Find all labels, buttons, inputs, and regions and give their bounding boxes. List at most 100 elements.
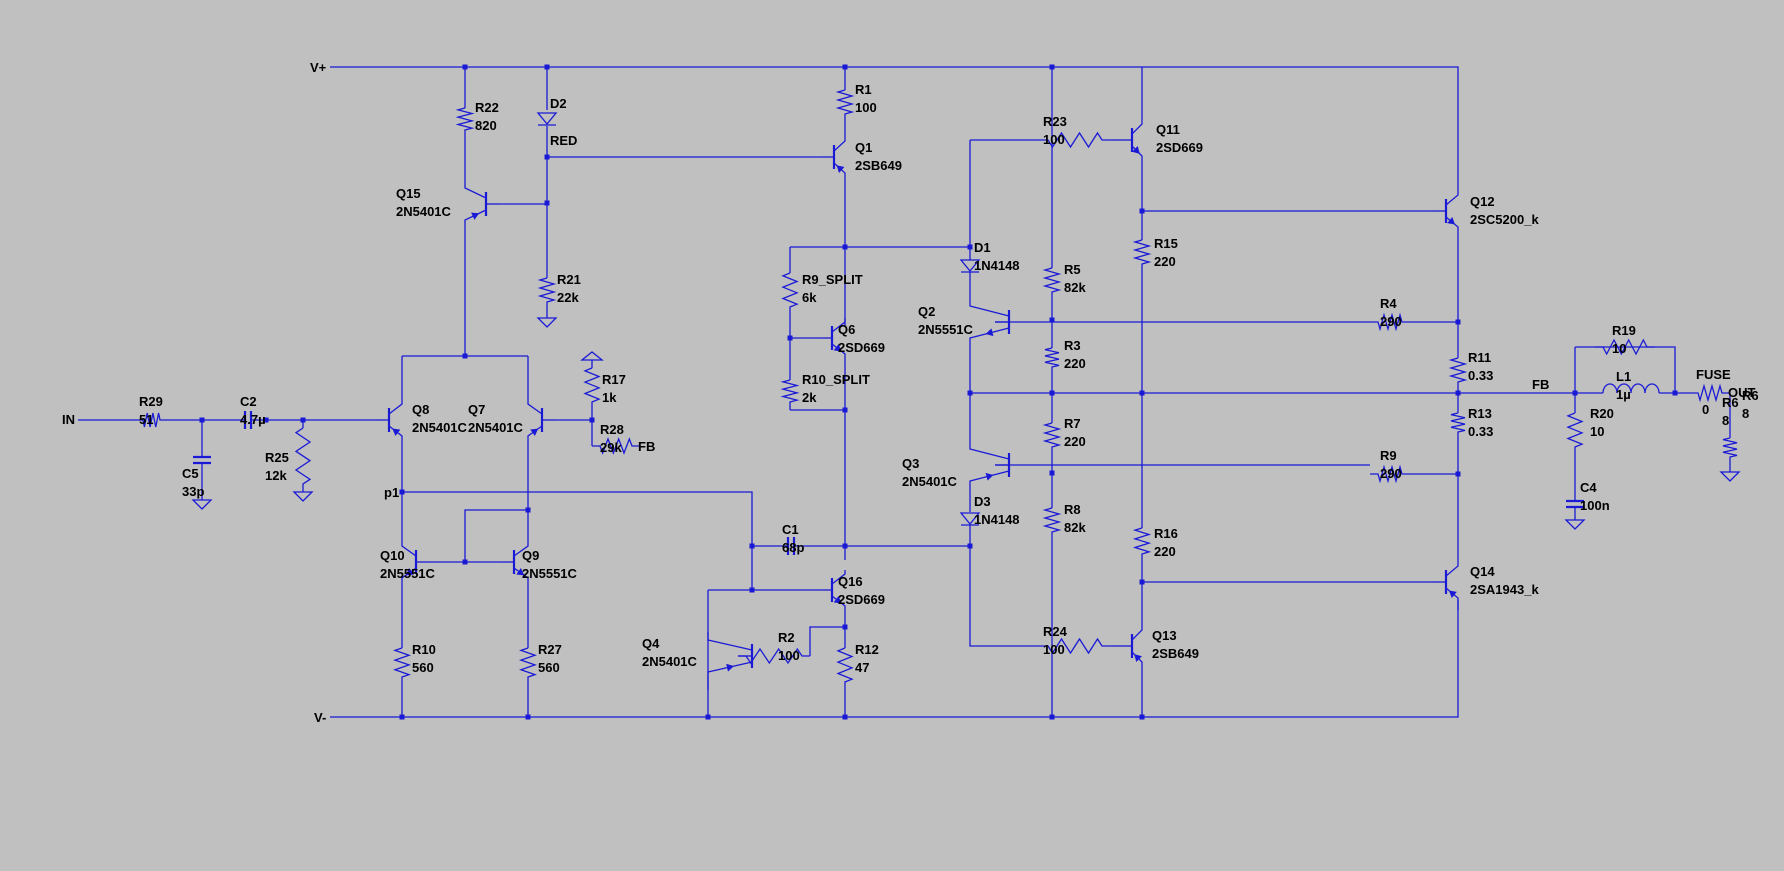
resistor-r5-value: 82k xyxy=(1064,280,1086,295)
transistor-q14-ref: Q14 xyxy=(1470,564,1495,579)
resistor-r25-value: 12k xyxy=(265,468,287,483)
resistor-r2-ref: R2 xyxy=(778,630,795,645)
transistor-q10-value: 2N5551C xyxy=(380,566,436,581)
resistor-r10-split xyxy=(780,372,800,410)
resistor-r6-value: 8 xyxy=(1722,413,1729,428)
vplus-label: V+ xyxy=(310,60,327,75)
resistor-r29-value: 51 xyxy=(139,412,153,427)
junction-dot xyxy=(1049,470,1055,476)
vplus-rail xyxy=(330,66,1459,150)
resistor-r8-body xyxy=(1042,507,1062,540)
transistor-q16-value: 2SD669 xyxy=(838,592,885,607)
transistor-q9 xyxy=(500,540,529,585)
inductor-l1 xyxy=(1602,383,1660,394)
transistor-q13-value: 2SB649 xyxy=(1152,646,1199,661)
junction-dot xyxy=(842,714,848,720)
resistor-r8 xyxy=(1042,500,1062,540)
resistor-r25-body xyxy=(294,427,312,492)
resistor-r24-value: 100 xyxy=(1043,642,1065,657)
resistor-r19-ref: R19 xyxy=(1612,323,1636,338)
transistor-q2-value: 2N5551C xyxy=(918,322,974,337)
transistor-q4-value: 2N5401C xyxy=(642,654,698,669)
diode-d2-ref: D2 xyxy=(550,96,567,111)
resistor-r15-body xyxy=(1132,239,1152,272)
resistor-r2-body xyxy=(738,647,810,665)
resistor-r9-value: 290 xyxy=(1380,466,1402,481)
resistor-r1 xyxy=(835,82,855,122)
resistor-r28 xyxy=(592,437,640,455)
resistor-r12-body xyxy=(836,647,854,690)
resistor-r16 xyxy=(1132,520,1152,562)
resistor-r1-ref: R1 xyxy=(855,82,872,97)
resistor-r23 xyxy=(1040,131,1110,149)
resistor-r3-ref: R3 xyxy=(1064,338,1081,353)
transistor-q2-ref: Q2 xyxy=(918,304,935,319)
transistor-q15-ref: Q15 xyxy=(396,186,421,201)
transistor-q7-value: 2N5401C xyxy=(468,420,524,435)
resistor-r3-body xyxy=(1044,347,1060,375)
vminus-label: V- xyxy=(314,710,326,725)
transistor-q3-value: 2N5401C xyxy=(902,474,958,489)
ground-symbol xyxy=(1564,519,1586,530)
resistor-r15 xyxy=(1132,232,1152,272)
transistor-q4 xyxy=(707,632,754,690)
labels: V+V-INR2951C24.7µC533pR2512kR22820Q152N5… xyxy=(62,60,1759,725)
junction-dot xyxy=(544,200,550,206)
capacitor-c4 xyxy=(1566,488,1584,520)
resistor-r7-value: 220 xyxy=(1064,434,1086,449)
resistor-r12 xyxy=(836,640,854,690)
resistor-r22 xyxy=(455,100,475,138)
wire xyxy=(969,525,1040,647)
resistor-r13-ref: R13 xyxy=(1468,406,1492,421)
transistor-q16 xyxy=(818,570,846,612)
diode-d1-value: 1N4148 xyxy=(974,258,1020,273)
resistor-r9-body xyxy=(1370,464,1410,484)
resistor-r10-split-ref: R10_SPLIT xyxy=(802,372,870,387)
resistor-r22-body xyxy=(455,107,475,138)
transistor-q14-value: 2SA1943_k xyxy=(1470,582,1539,597)
junction-dot xyxy=(462,64,468,70)
capacitor-c1-ref: C1 xyxy=(782,522,799,537)
capacitor-c5-value: 33p xyxy=(182,484,204,499)
resistor-r23-body xyxy=(1040,131,1110,149)
junction-dot xyxy=(1049,317,1055,323)
junction-dot xyxy=(842,64,848,70)
net-in-label: IN xyxy=(62,412,75,427)
resistor-r12-ref: R12 xyxy=(855,642,879,657)
net-fuse-value: 0 xyxy=(1702,402,1709,417)
transistor-q7 xyxy=(527,398,556,444)
wire xyxy=(1575,346,1676,393)
resistor-r23-value: 100 xyxy=(1043,132,1065,147)
resistor-r7 xyxy=(1042,415,1062,455)
resistor-r10 xyxy=(393,640,411,685)
resistor-r22-ref: R22 xyxy=(475,100,499,115)
resistor-r16-ref: R16 xyxy=(1154,526,1178,541)
transistor-q2 xyxy=(969,300,1011,344)
resistor-r1-body xyxy=(835,89,855,122)
transistor-q10-ref: Q10 xyxy=(380,548,405,563)
resistor-r28-value: 29k xyxy=(600,440,622,455)
resistor-r5-ref: R5 xyxy=(1064,262,1081,277)
resistor-r17-body xyxy=(583,367,601,410)
transistor-q1 xyxy=(820,138,846,180)
diode-d1 xyxy=(959,259,981,273)
resistor-r27-value: 560 xyxy=(538,660,560,675)
resistor-r25-ref: R25 xyxy=(265,450,289,465)
junction-dot xyxy=(1049,64,1055,70)
transistor-q6-ref: Q6 xyxy=(838,322,855,337)
capacitor-c2-value: 4.7µ xyxy=(240,412,266,427)
resistor-r4 xyxy=(1370,312,1410,332)
resistor-r11-body xyxy=(1448,357,1468,390)
resistor-r22-value: 820 xyxy=(475,118,497,133)
resistor-r4-ref: R4 xyxy=(1380,296,1397,311)
transistor-q9-value: 2N5551C xyxy=(522,566,578,581)
junction-dot xyxy=(1049,714,1055,720)
resistor-r16-value: 220 xyxy=(1154,544,1176,559)
transistor-q14 xyxy=(1432,560,1459,610)
resistor-r23-ref: R23 xyxy=(1043,114,1067,129)
resistor-r11-ref: R11 xyxy=(1468,350,1491,365)
resistor-r19 xyxy=(1595,338,1655,356)
junction-dot xyxy=(525,714,531,720)
diode-d2-value: RED xyxy=(550,133,577,148)
diode-d3 xyxy=(959,512,981,526)
